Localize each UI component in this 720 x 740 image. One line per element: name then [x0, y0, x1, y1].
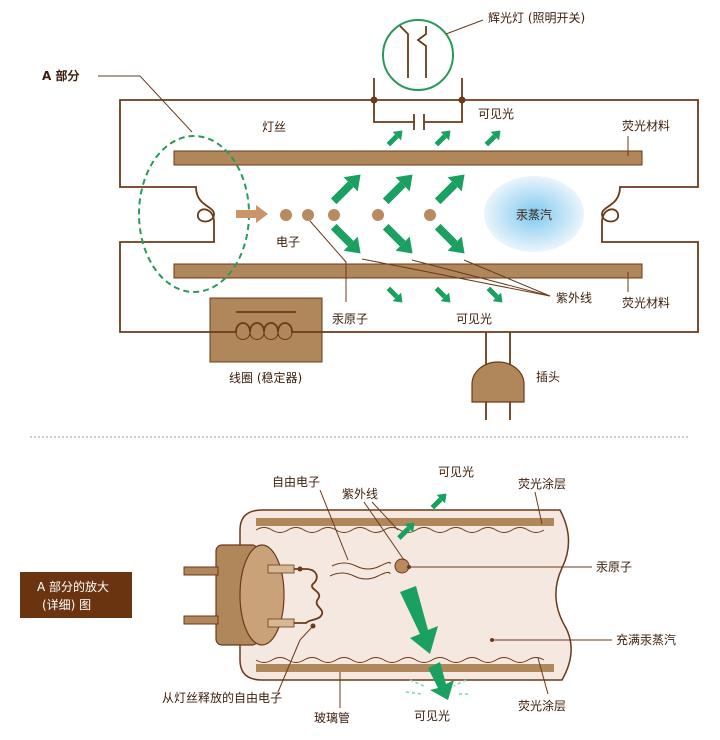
right-filament: [601, 186, 640, 243]
caption-line2: (详细) 图: [42, 597, 91, 612]
a-part-label: A 部分: [42, 68, 79, 83]
mercury-atom-label: 汞原子: [332, 312, 368, 326]
left-filament: [176, 186, 215, 243]
tube: [173, 150, 643, 279]
mercury-atom-leader: [309, 220, 347, 302]
free-electron-label: 自由电子: [272, 475, 320, 489]
electron-arrow: [236, 205, 268, 223]
uv-leaders: [361, 258, 551, 297]
filament-label: 灯丝: [262, 120, 286, 134]
glow-lamp: [382, 19, 484, 91]
plug-label: 插头: [536, 370, 560, 384]
uv-arrows: [330, 174, 465, 254]
phosphor-coating-bottom-label: 荧光涂层: [518, 698, 566, 713]
a-part-leader: [98, 75, 193, 133]
glass-tube-label: 玻璃管: [314, 710, 350, 725]
mercury-vapor-cloud: [484, 176, 584, 252]
uv-label: 紫外线: [556, 291, 592, 305]
released-electron-label: 从灯丝释放的自由电子: [162, 690, 282, 705]
ballast-coil: [209, 297, 323, 363]
detail-caption-box: [20, 572, 132, 618]
electrons: [280, 209, 436, 221]
visible-light-arrows-bottom: [386, 286, 503, 303]
detail-visible-arrow-bottom: [405, 662, 468, 700]
caption-line1: A 部分的放大: [37, 579, 109, 594]
free-electron-paths: [329, 561, 391, 580]
electron-label: 电子: [276, 235, 300, 249]
visible-light-bottom-label: 可见光: [456, 312, 492, 326]
mercury-vapor-label: 汞蒸汽: [516, 207, 552, 222]
visible-light-arrows-top: [386, 130, 501, 147]
visible-light-top-label: 可见光: [478, 107, 514, 121]
visible-light-detail-bottom: 可见光: [414, 709, 450, 723]
detail-uv-big-arrow: [400, 586, 438, 654]
coil-label: 线圈 (稳定器): [229, 370, 302, 385]
end-cap: [183, 544, 295, 646]
phosphor-coating-top-label: 荧光涂层: [518, 476, 566, 491]
filled-mercury-vapor-label: 充满汞蒸汽: [616, 632, 676, 647]
glow-lamp-label: 辉光灯 (照明开关): [488, 11, 585, 25]
visible-light-detail-top: 可见光: [438, 465, 474, 479]
phosphor-top-label: 荧光材料: [622, 119, 670, 133]
detail-mercury-atom: [394, 558, 410, 574]
uv-detail-label: 紫外线: [342, 487, 378, 501]
detail-visible-arrow-top: [430, 493, 447, 510]
phosphor-bottom-label: 荧光材料: [622, 296, 670, 310]
detail-uv-small-arrow: [397, 522, 415, 540]
circuit-wires: [119, 78, 699, 370]
detail-leaders: [277, 489, 612, 708]
mercury-atom-detail-label: 汞原子: [596, 560, 632, 574]
plug: [471, 361, 525, 420]
